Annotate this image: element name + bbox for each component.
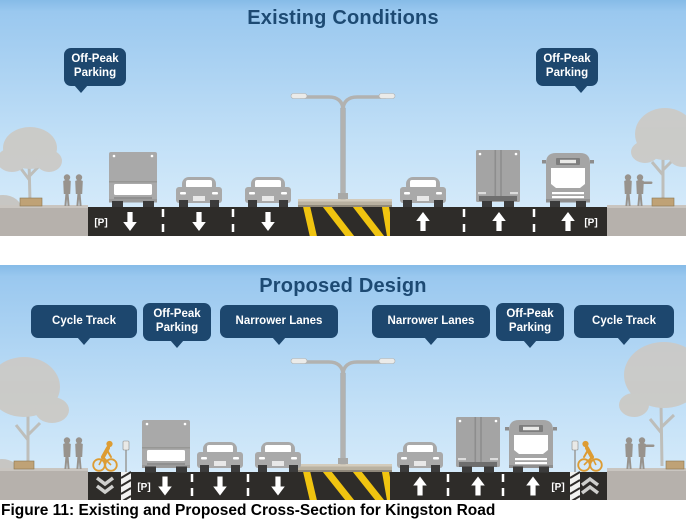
callout-pointer (170, 340, 184, 348)
sidewalk-right (607, 460, 686, 500)
box-truck (142, 420, 190, 473)
figure-caption: Figure 11: Existing and Proposed Cross-S… (1, 502, 496, 519)
callout-label: Cycle Track (52, 314, 116, 327)
callout-narrower-lanes-right: Narrower Lanes (372, 305, 490, 345)
sidewalk-left (0, 197, 88, 236)
callout-label: Narrower Lanes (235, 314, 323, 327)
street-light (290, 358, 396, 465)
car (245, 177, 291, 207)
parking-marking-left: [P] (94, 218, 107, 229)
callout-label: Cycle Track (592, 314, 656, 327)
lane-dividers (190, 474, 505, 500)
callout-off-peak-parking-left: Off-Peak Parking (64, 48, 126, 93)
cycle-track-buffer-right (569, 440, 581, 500)
callout-pointer (574, 85, 588, 93)
car (176, 177, 222, 207)
existing-title: Existing Conditions (247, 7, 439, 29)
callout-pointer (77, 337, 91, 345)
tree-right (619, 342, 686, 467)
callout-off-peak-parking-left: Off-Peak Parking (143, 303, 211, 348)
existing-scene-graphic: [P] [P] (0, 0, 686, 236)
callout-narrower-lanes-left: Narrower Lanes (220, 305, 338, 345)
tree-right (631, 108, 686, 202)
street-light (290, 93, 396, 200)
median-curb (298, 464, 392, 472)
callout-pointer (424, 337, 438, 345)
callout-label: Off-Peak Parking (153, 308, 201, 334)
proposed-title: Proposed Design (259, 275, 427, 297)
parking-marking-left: [P] (137, 482, 150, 493)
callout-pointer (74, 85, 88, 93)
sidewalk-right (607, 197, 686, 236)
truck-rear (456, 417, 500, 473)
callout-pointer (617, 337, 631, 345)
cycle-chevron-up (580, 476, 600, 495)
cycle-track-buffer-left (120, 440, 132, 500)
callout-off-peak-parking-right: Off-Peak Parking (536, 48, 598, 93)
existing-conditions-panel: [P] [P] Existing Conditions Off-Peak Par… (0, 0, 686, 236)
median-curb (298, 199, 392, 207)
bus (505, 420, 557, 473)
callout-cycle-track-left: Cycle Track (31, 305, 137, 345)
callout-pointer (523, 340, 537, 348)
proposed-scene-graphic: [P] [P] (0, 265, 686, 500)
car (400, 177, 446, 207)
callout-pointer (272, 337, 286, 345)
parking-marking-right: [P] (584, 218, 597, 229)
box-truck (109, 152, 157, 207)
callout-label: Off-Peak Parking (543, 53, 591, 79)
callout-off-peak-parking-right: Off-Peak Parking (496, 303, 564, 348)
lane-dividers (161, 209, 536, 236)
median-hatch (303, 472, 390, 500)
callout-label: Off-Peak Parking (71, 53, 119, 79)
car (397, 442, 443, 472)
car (255, 442, 301, 472)
car (197, 442, 243, 472)
median-hatch (303, 207, 390, 236)
cycle-chevron-down (95, 476, 115, 495)
proposed-design-panel: [P] [P] Proposed Design Cycle Track Off-… (0, 265, 686, 500)
callout-label: Narrower Lanes (387, 314, 475, 327)
callout-label: Off-Peak Parking (506, 308, 554, 334)
sidewalk-left (0, 460, 88, 500)
callout-cycle-track-right: Cycle Track (574, 305, 674, 345)
parking-marking-right: [P] (551, 482, 564, 493)
truck-rear (476, 150, 520, 207)
bus (542, 153, 594, 207)
